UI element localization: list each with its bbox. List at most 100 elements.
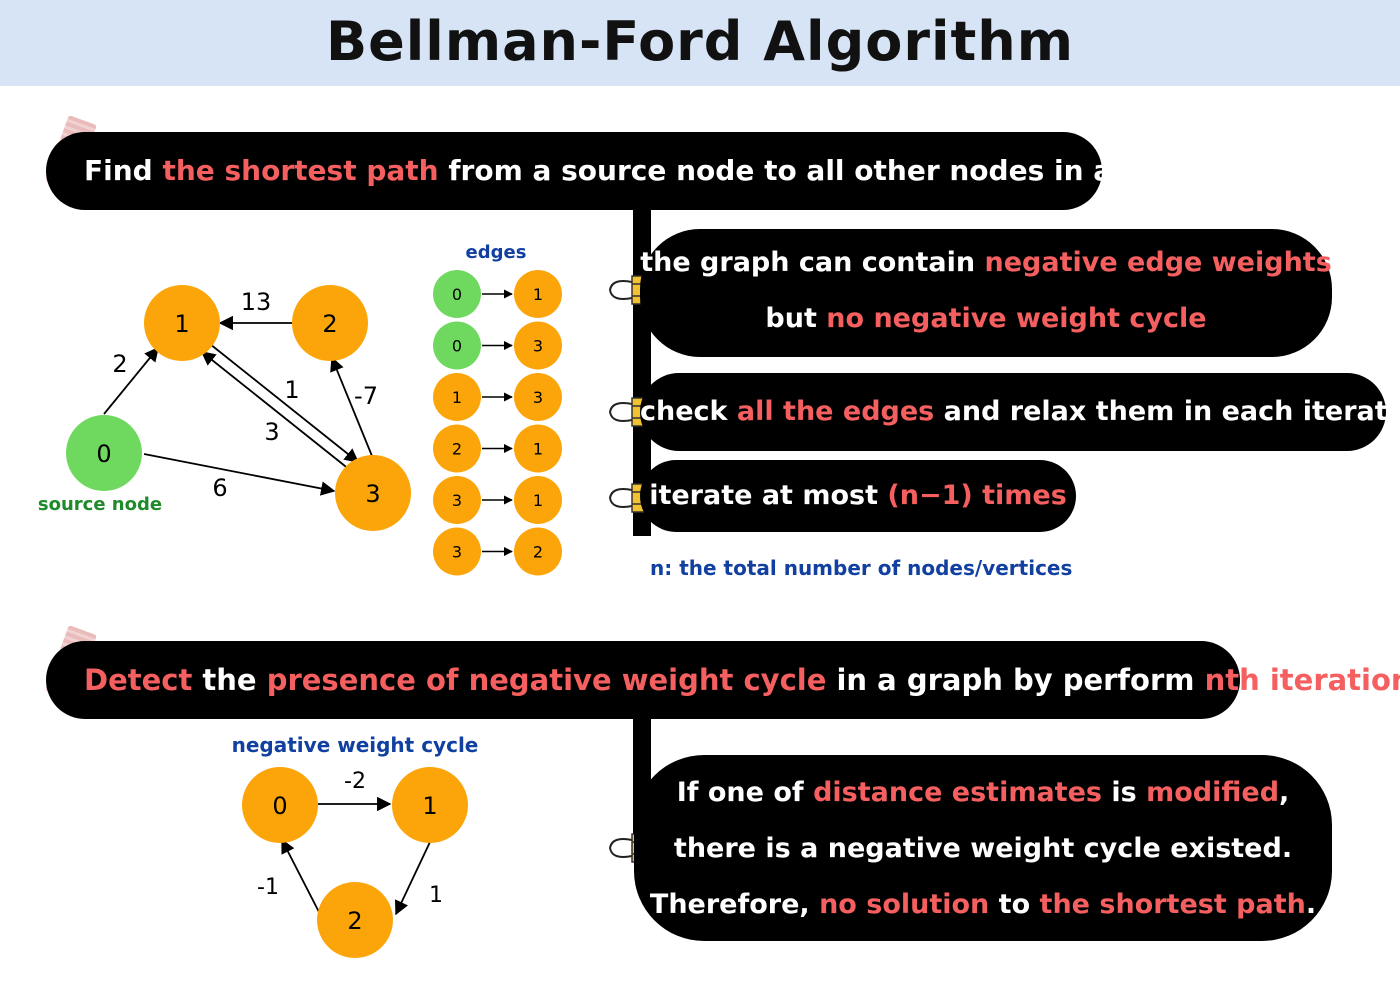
- graph-diagram: 2 13 1 3 -7 6 0 1 2 3 source node: [38, 285, 411, 531]
- edge-to-node: [514, 476, 562, 524]
- highlighted-text: distance estimates: [813, 777, 1102, 808]
- source-node-label: source node: [38, 494, 162, 515]
- edge-to-node: [514, 527, 562, 576]
- card-negative-weights: the graph can contain negative edge weig…: [640, 229, 1332, 357]
- edge-3-1: [200, 351, 351, 471]
- card-line: but no negative weight cycle: [640, 303, 1332, 334]
- text-segment: ,: [1279, 777, 1290, 808]
- cycle-title: negative weight cycle: [232, 733, 479, 757]
- cycle-node-2: [317, 882, 393, 958]
- node-1-label: 1: [174, 310, 189, 338]
- edge-from-node: [433, 321, 481, 370]
- weight-0-3: 6: [212, 474, 227, 502]
- weight-2-1: 13: [241, 288, 272, 316]
- card-conclusion: If one of distance estimates is modified…: [634, 755, 1332, 941]
- edge-node-label: 2: [533, 543, 543, 562]
- text-segment: the graph can contain: [640, 247, 985, 278]
- edge-node-label: 0: [452, 337, 462, 356]
- detect-text: Detect the presence of negative weight c…: [84, 641, 1400, 719]
- highlighted-text: no solution: [819, 889, 990, 920]
- edge-from-node: [433, 476, 481, 524]
- weight-3-2: -7: [354, 382, 378, 410]
- edge-to-node: [514, 373, 562, 421]
- weight-3-1: 3: [264, 418, 279, 446]
- node-1: [144, 285, 220, 361]
- highlighted-text: all the edges: [736, 396, 935, 427]
- edge-3-2: [330, 356, 373, 457]
- goal-banner: Find the shortest path from a source nod…: [46, 132, 1215, 210]
- card-line: the graph can contain negative edge weig…: [640, 247, 1332, 278]
- highlighted-text: negative edge weights: [984, 247, 1332, 278]
- card-line: there is a negative weight cycle existed…: [634, 833, 1332, 864]
- node-3: [335, 455, 411, 531]
- cycle-weight-1-2: 1: [429, 883, 443, 908]
- edge-node-label: 3: [452, 543, 462, 562]
- edge-node-label: 0: [452, 285, 462, 304]
- edge-from-node: [433, 270, 481, 318]
- node-0: [66, 415, 142, 491]
- highlighted-text: no negative weight cycle: [826, 303, 1207, 334]
- cycle-node-0: [242, 767, 318, 843]
- text-segment: in a graph by perform: [826, 663, 1205, 697]
- edge-list: edges 0 1 0 3 1 3 2 1 3 1 3 2: [433, 242, 562, 576]
- cycle-node-0-label: 0: [272, 792, 287, 820]
- card-line: Therefore, no solution to the shortest p…: [634, 889, 1332, 920]
- edge-0-3: [143, 453, 336, 496]
- cycle-edge-2-0: [281, 838, 321, 915]
- text-segment: iterate at most: [649, 480, 888, 511]
- edge-to-node: [514, 424, 562, 473]
- cycle-weight-0-1: -2: [344, 769, 366, 794]
- text-segment: Therefore,: [649, 889, 820, 920]
- text-segment: to: [989, 889, 1040, 920]
- text-segment: and relax them in each iteration: [934, 396, 1400, 427]
- highlighted-text: the shortest path: [1039, 889, 1306, 920]
- edge-list-title: edges: [466, 242, 527, 263]
- highlighted-text: nth iteration: [1204, 663, 1400, 697]
- weight-1-3: 1: [284, 376, 299, 404]
- highlighted-text: modified: [1146, 777, 1280, 808]
- text-segment: the: [192, 663, 267, 697]
- edge-node-label: 3: [533, 388, 543, 407]
- node-2: [292, 285, 368, 361]
- page-title: Bellman-Ford Algorithm: [326, 10, 1074, 73]
- edge-node-label: 1: [452, 388, 462, 407]
- edge-0-1: [103, 346, 159, 415]
- text-segment: Find: [84, 154, 163, 187]
- n-definition-note: n: the total number of nodes/vertices: [650, 556, 1073, 580]
- cycle-node-1: [392, 767, 468, 843]
- detect-banner: Detect the presence of negative weight c…: [46, 641, 1400, 719]
- highlighted-text: Detect: [84, 663, 193, 697]
- edge-node-label: 3: [533, 337, 543, 356]
- edge-to-node: [514, 270, 562, 318]
- cycle-weight-2-0: -1: [257, 875, 279, 900]
- card-line: If one of distance estimates is modified…: [634, 777, 1332, 808]
- edge-from-node: [433, 424, 481, 473]
- text-segment: there is a negative weight cycle existed…: [673, 833, 1293, 864]
- edge-from-node: [433, 527, 481, 576]
- highlighted-text: the shortest path: [162, 154, 439, 187]
- highlighted-text: (n−1) times: [887, 480, 1067, 511]
- text-segment: .: [1305, 889, 1317, 920]
- cycle-diagram: negative weight cycle -2 1 -1 0 1 2: [232, 733, 479, 958]
- edge-to-node: [514, 321, 562, 370]
- weight-0-1: 2: [112, 350, 127, 378]
- edge-node-label: 2: [452, 440, 462, 459]
- edge-node-label: 1: [533, 285, 543, 304]
- card-iterations: iterate at most (n−1) times: [640, 460, 1076, 532]
- text-segment: check: [640, 396, 737, 427]
- text-segment: If one of: [676, 777, 814, 808]
- node-0-label: 0: [96, 440, 111, 468]
- text-segment: is: [1101, 777, 1147, 808]
- node-3-label: 3: [365, 480, 380, 508]
- goal-text: Find the shortest path from a source nod…: [84, 132, 1215, 210]
- cycle-node-2-label: 2: [347, 907, 362, 935]
- cycle-node-1-label: 1: [422, 792, 437, 820]
- card-relax-edges: check all the edges and relax them in ea…: [640, 373, 1400, 451]
- edge-node-label: 1: [533, 440, 543, 459]
- edge-node-label: 1: [533, 491, 543, 510]
- edge-node-label: 3: [452, 491, 462, 510]
- text-segment: from a source node to all other nodes in…: [438, 154, 1215, 187]
- text-segment: but: [765, 303, 827, 334]
- edge-from-node: [433, 373, 481, 421]
- node-2-label: 2: [322, 310, 337, 338]
